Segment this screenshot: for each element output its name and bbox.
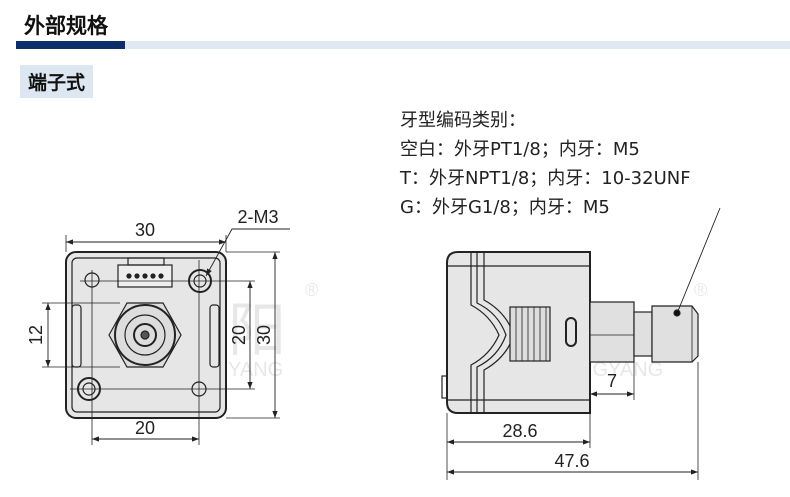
dim-height-label: 30 xyxy=(254,325,274,345)
side-view xyxy=(441,207,721,480)
svg-text:®: ® xyxy=(305,280,318,300)
dim-body-length-label: 28.6 xyxy=(502,421,537,441)
front-view xyxy=(42,228,290,445)
title-underline-accent xyxy=(16,41,125,49)
dim-total-length-label: 47.6 xyxy=(554,451,589,471)
note-line: G：外牙G1/8；内牙：M5 xyxy=(400,197,610,218)
subsection-title: 端子式 xyxy=(20,65,94,98)
thread-code-notes: 牙型编码类别： 空白：外牙PT1/8；内牙：M5 T：外牙NPT1/8；内牙：1… xyxy=(400,106,691,222)
note-line: T：外牙NPT1/8；内牙：10-32UNF xyxy=(400,168,691,189)
note-line: 空白：外牙PT1/8；内牙：M5 xyxy=(400,139,640,160)
dim-width-label: 30 xyxy=(135,220,155,240)
title-underline xyxy=(125,41,790,49)
section-title: 外部规格 xyxy=(24,14,108,38)
dim-slot-label: 12 xyxy=(26,325,46,345)
dim-hole-spacing-v-label: 20 xyxy=(229,325,249,345)
note-line: 牙型编码类别： xyxy=(400,110,526,131)
dim-hole-spacing-h-label: 20 xyxy=(135,418,155,438)
dim-fitting-label: 7 xyxy=(607,371,617,391)
svg-text:®: ® xyxy=(694,280,707,300)
thread-callout-label: 2-M3 xyxy=(237,207,278,227)
